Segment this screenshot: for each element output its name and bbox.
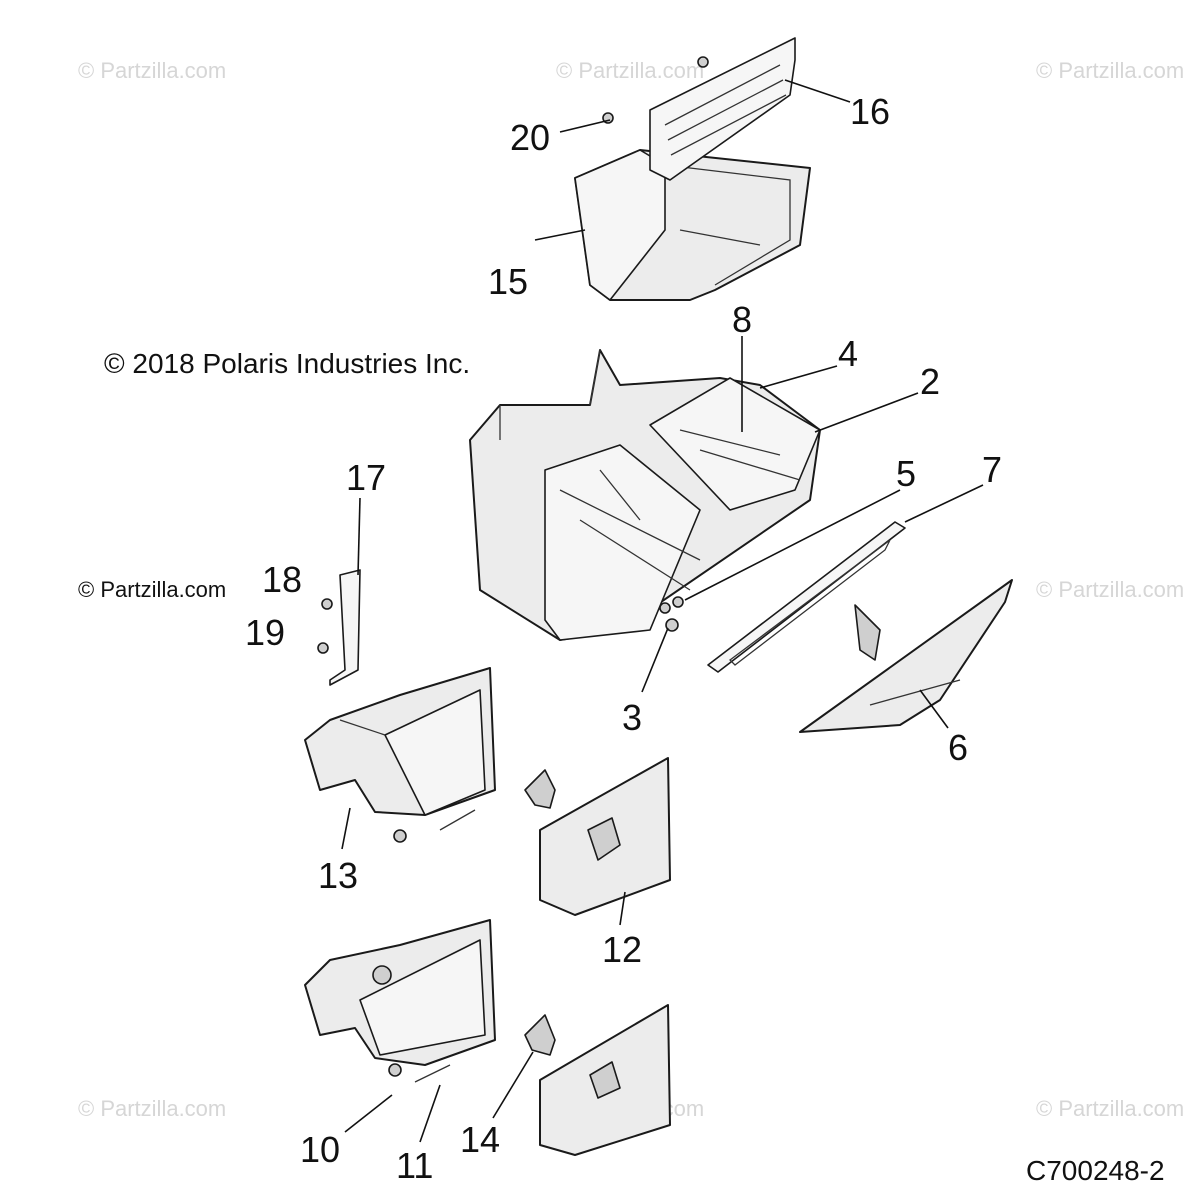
watermark-top-center: © Partzilla.com	[556, 58, 704, 83]
leader-4	[759, 365, 838, 389]
part-18-19-screws	[317, 598, 333, 654]
leader-12	[619, 891, 626, 926]
callout-7: 7	[982, 449, 1002, 490]
callout-12: 12	[602, 929, 642, 970]
callout-5: 5	[896, 453, 916, 494]
callout-2: 2	[920, 361, 940, 402]
callout-6: 6	[948, 727, 968, 768]
leader-13	[341, 807, 351, 850]
part-15-upper-tray	[574, 149, 811, 301]
callout-4: 4	[838, 333, 858, 374]
part-6-door	[799, 579, 1013, 733]
callout-8: 8	[732, 299, 752, 340]
callout-10: 10	[300, 1129, 340, 1170]
part-12-door	[524, 757, 671, 916]
leader-5	[684, 489, 901, 601]
callout-19: 19	[245, 612, 285, 653]
leader-2	[814, 392, 919, 433]
callout-16: 16	[850, 91, 890, 132]
watermark-top-left: © Partzilla.com	[78, 58, 226, 83]
watermark-top-right: © Partzilla.com	[1036, 58, 1184, 83]
part-3-5-clips	[659, 596, 684, 632]
callout-3: 3	[622, 697, 642, 738]
leader-10	[344, 1094, 393, 1133]
callout-14: 14	[460, 1119, 500, 1160]
diagram-code: C700248-2	[1026, 1155, 1165, 1186]
leader-15	[534, 229, 586, 241]
part-7-door-seal	[707, 521, 906, 673]
lower-small-box	[304, 919, 496, 1083]
leader-17	[357, 497, 361, 576]
part-13-small-box	[304, 667, 496, 843]
callout-15: 15	[488, 261, 528, 302]
watermark-mid-right: © Partzilla.com	[1036, 577, 1184, 602]
callout-17: 17	[346, 457, 386, 498]
callout-11: 11	[396, 1145, 433, 1186]
part-17-bracket	[329, 569, 361, 686]
leader-14	[492, 1051, 534, 1119]
watermark-bottom-right: © Partzilla.com	[1036, 1096, 1184, 1121]
part-2-main-housing	[469, 349, 821, 641]
leader-11	[419, 1084, 441, 1143]
leader-3	[641, 627, 669, 693]
watermark-mid-left: © Partzilla.com	[78, 577, 226, 602]
callout-13: 13	[318, 855, 358, 896]
leader-20	[559, 119, 611, 133]
callout-20: 20	[510, 117, 550, 158]
copyright-text: © 2018 Polaris Industries Inc.	[104, 348, 470, 379]
callout-18: 18	[262, 559, 302, 600]
part-16-mesh-divider	[602, 37, 796, 181]
leader-16	[784, 79, 851, 103]
part-14-lower-door	[524, 1004, 671, 1156]
leader-7	[904, 484, 984, 523]
leader-6	[919, 689, 949, 729]
watermark-bottom-left: © Partzilla.com	[78, 1096, 226, 1121]
